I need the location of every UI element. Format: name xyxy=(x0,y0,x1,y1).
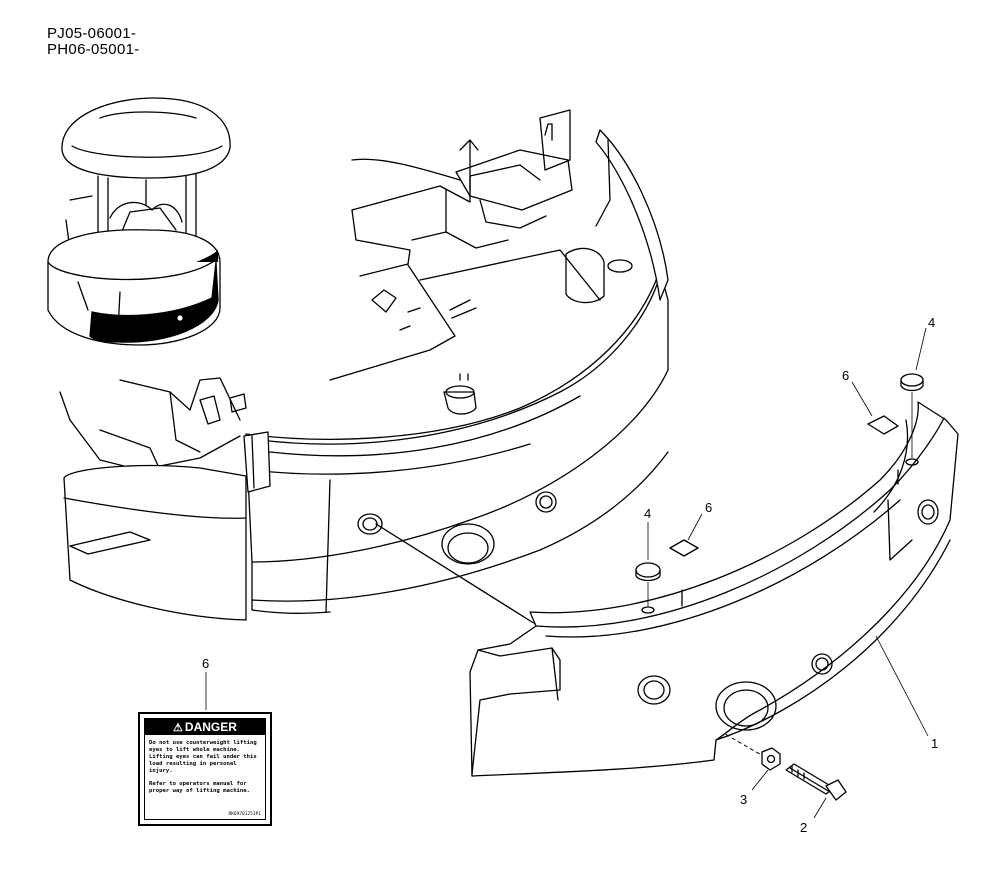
callout-6-detail: 6 xyxy=(202,656,209,671)
callout-6-lower: 6 xyxy=(705,500,712,515)
leader-2 xyxy=(813,797,827,819)
serial-range-1: PJ05-06001- xyxy=(47,25,137,42)
danger-decal-header: ⚠DANGER xyxy=(145,719,265,735)
washer-part xyxy=(761,747,781,771)
danger-decal-frame: ⚠DANGER Do not use counterweight lifting… xyxy=(144,718,266,820)
callout-3: 3 xyxy=(740,792,747,807)
machine-overview-inset xyxy=(47,97,231,346)
danger-title: DANGER xyxy=(184,720,237,734)
serial-range-2: PH06-05001- xyxy=(47,41,140,58)
danger-decal-detail: ⚠DANGER Do not use counterweight lifting… xyxy=(138,712,272,826)
danger-text-1: Do not use counterweight lifting eyes to… xyxy=(149,740,257,774)
leader-4-upper xyxy=(915,327,927,371)
warning-triangle-icon: ⚠ xyxy=(173,722,183,734)
assembly-line-solid xyxy=(375,523,533,623)
cap-upper xyxy=(900,373,924,458)
leader-6-lower xyxy=(687,513,703,541)
callout-4-lower: 4 xyxy=(644,506,651,521)
danger-decal-code: RK69701251P1 xyxy=(228,812,261,817)
callout-6-upper: 6 xyxy=(842,368,849,383)
leader-1 xyxy=(875,635,929,737)
upper-frame xyxy=(59,109,669,621)
bolt-part xyxy=(785,763,847,801)
decal-lower xyxy=(669,539,699,557)
callout-4-upper: 4 xyxy=(928,315,935,330)
counterweight-part xyxy=(469,401,959,777)
leader-3 xyxy=(751,769,769,791)
callout-2: 2 xyxy=(800,820,807,835)
callout-1: 1 xyxy=(931,736,938,751)
decal-upper xyxy=(867,415,899,435)
cap-lower xyxy=(635,562,661,606)
danger-text-2: Refer to operators manual for proper way… xyxy=(149,781,251,794)
leader-6-upper xyxy=(851,381,873,417)
